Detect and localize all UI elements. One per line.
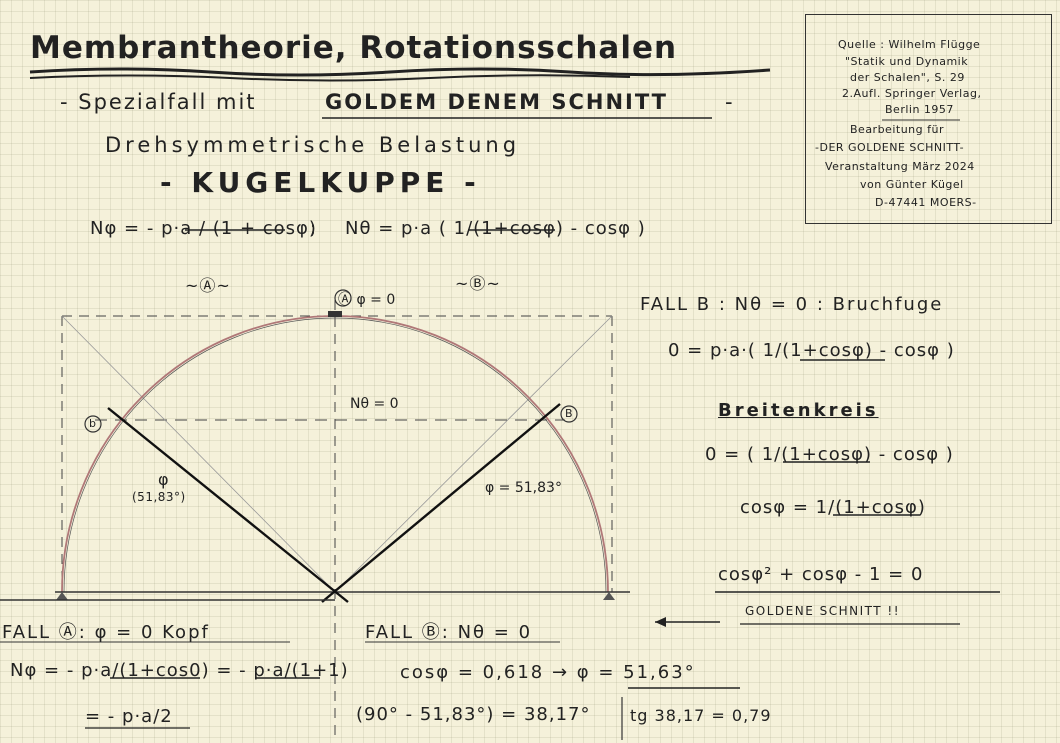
fall-b-heading: FALL B : Nθ = 0 : Bruchfuge [640, 294, 944, 315]
dome-arc-pencil [63, 317, 607, 593]
fall-b-eq3: cosφ = 1/(1+cosφ) [740, 497, 926, 518]
source-line: Berlin 1957 [885, 103, 954, 116]
source-line: 2.Aufl. Springer Verlag, [842, 87, 982, 100]
diagonal-right-light [334, 315, 613, 593]
right-marker-circle [560, 405, 578, 423]
fall-b-bottom-eq3: tg 38,17 = 0,79 [630, 706, 772, 725]
fall-b-eq1: 0 = p·a·( 1/(1+cosφ) - cosφ ) [668, 340, 955, 361]
diagram-mid-label: Nθ = 0 [350, 396, 399, 412]
support-left [56, 592, 68, 600]
diagram-left-value: (51,83°) [132, 490, 186, 504]
subtitle-prefix: - Spezialfall mit [60, 90, 257, 114]
source-line: "Statik und Dynamik [845, 55, 969, 68]
title-underline [29, 67, 771, 77]
diagram-left-angle: φ [158, 470, 170, 489]
fall-b-breitenkreis: Breitenkreis [718, 400, 879, 421]
formula-label-a: ~Ⓐ~ [185, 276, 231, 295]
source-line: von Günter Kügel [860, 178, 964, 191]
fall-b-eq4: cosφ² + cosφ - 1 = 0 [718, 564, 924, 585]
fall-a-heading: FALL Ⓐ: φ = 0 Kopf [2, 622, 210, 643]
formula-label-b: ~Ⓑ~ [455, 274, 501, 293]
source-line: D-47441 MOERS- [875, 196, 977, 209]
fall-b-bottom-eq2: (90° - 51,83°) = 38,17° [356, 704, 591, 725]
formula-separator: ; [310, 218, 318, 239]
source-line: der Schalen", S. 29 [850, 71, 965, 84]
golden-arrowhead [655, 617, 666, 627]
formula-n-phi: Nφ = - p·a / (1 + cosφ) [90, 218, 317, 239]
top-marker-circle [334, 289, 352, 307]
shape-title: - KUGELKUPPE - [160, 166, 481, 199]
formula-n-theta: Nθ = p·a ( 1/(1+cosφ) - cosφ ) [345, 218, 646, 239]
left-marker-circle [84, 415, 102, 433]
source-line: -DER GOLDENE SCHNITT- [815, 141, 965, 154]
source-line: Bearbeitung für [850, 123, 944, 136]
fall-b-bottom-eq1: cosφ = 0,618 → φ = 51,63° [400, 662, 696, 683]
fall-a-eq1: Nφ = - p·a/(1+cos0) = - p·a/(1+1) [10, 660, 349, 681]
subtitle-suffix: - [725, 90, 735, 114]
diagram-top-label: Ⓐ φ = 0 [338, 292, 396, 308]
page-title: Membrantheorie, Rotationsschalen [30, 30, 678, 66]
diagram-left-marker: b [89, 417, 97, 430]
title-underline-2 [29, 74, 631, 82]
diagonal-left-light [61, 315, 336, 593]
fall-a-eq2: = - p·a/2 [85, 706, 173, 727]
diagram-right-angle: φ = 51,83° [485, 480, 562, 496]
source-line: Quelle : Wilhelm Flügge [838, 38, 981, 51]
fall-b-golden: GOLDENE SCHNITT !! [745, 604, 901, 618]
load-case: Drehsymmetrische Belastung [105, 133, 521, 157]
subtitle-highlight: GOLDEM DENEM SCHNITT [325, 90, 668, 114]
radial-line-right [321, 403, 561, 603]
source-box [805, 14, 1052, 224]
fall-b-bottom-heading: FALL Ⓑ: Nθ = 0 [365, 622, 533, 643]
diagram-right-marker: B [565, 407, 574, 420]
source-line: Veranstaltung März 2024 [825, 160, 975, 173]
radial-line-left [107, 407, 349, 603]
fall-b-eq2: 0 = ( 1/(1+cosφ) - cosφ ) [705, 444, 954, 465]
support-right [603, 592, 615, 600]
apex-block [328, 311, 342, 317]
